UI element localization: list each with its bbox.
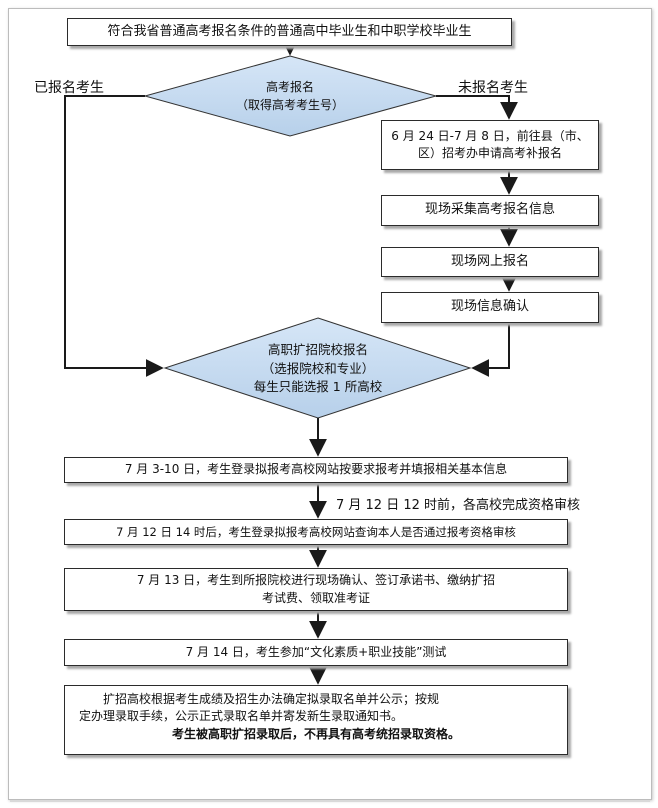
arrow-confirm-to-decision2 [471,323,510,377]
decision-1-line2: （取得高考考生号） [235,98,344,112]
collect-info-box: 现场采集高考报名信息 [381,195,599,226]
step-onsite-line2: 考试费、领取准考证 [261,590,370,605]
final-line2: 定办理录取手续，公示正式录取名单并寄发新生录取通知书。 [79,709,404,724]
final-line3: 考生被高职扩招录取后，不再具有高考统招录取资格。 [171,726,460,741]
step-register-box: 7 月 3-10 日，考生登录拟报考高校网站按要求报考并填报相关基本信息 [64,457,568,483]
decision-2-label: 高职扩招院校报名 （选报院校和专业） 每生只能选报 1 所高校 [200,338,436,400]
supplement-registration-box: 6 月 24 日-7 月 8 日，前往县（市、 区）招考办申请高考补报名 [381,120,599,170]
arrow-right-branch [436,95,518,120]
arrow-left-branch [64,95,164,377]
step-check-box: 7 月 12 日 14 时后，考生登录拟报考高校网站查询本人是否通过报考资格审核 [64,519,568,545]
page-shadow [10,800,650,802]
branch-label-registered: 已报名考生 [34,80,104,96]
step-onsite-line1: 7 月 13 日，考生到所报院校进行现场确认、签订承诺书、缴纳扩招 [136,573,496,588]
decision-2-line1: 高职扩招院校报名 [267,341,368,357]
confirm-info-box: 现场信息确认 [381,292,599,323]
decision-2-line2: （选报院校和专业） [261,360,375,376]
step-exam-box: 7 月 14 日，考生参加“文化素质+职业技能”测试 [64,639,568,666]
online-register-box: 现场网上报名 [381,247,599,277]
final-box: 扩招高校根据考生成绩及招生办法确定拟录取名单并公示；按规 定办理录取手续，公示正… [64,685,568,755]
top-box: 符合我省普通高考报名条件的普通高中毕业生和中职学校毕业生 [67,18,512,46]
branch-label-unregistered: 未报名考生 [458,80,528,96]
decision-2-line3: 每生只能选报 1 所高校 [253,379,383,395]
decision-1-line1: 高考报名 [265,80,314,94]
supplement-line2: 区）招考办申请高考补报名 [417,146,562,160]
decision-1-shape [143,55,438,137]
review-deadline-note: 7 月 12 日 12 时前，各高校完成资格审核 [336,498,581,513]
final-line1: 扩招高校根据考生成绩及招生办法确定拟录取名单并公示；按规 [103,692,440,706]
supplement-line1: 6 月 24 日-7 月 8 日，前往县（市、 [391,128,589,143]
decision-1-label: 高考报名 （取得高考考生号） [170,76,410,116]
step-onsite-box: 7 月 13 日，考生到所报院校进行现场确认、签订承诺书、缴纳扩招 考试费、领取… [64,568,568,611]
